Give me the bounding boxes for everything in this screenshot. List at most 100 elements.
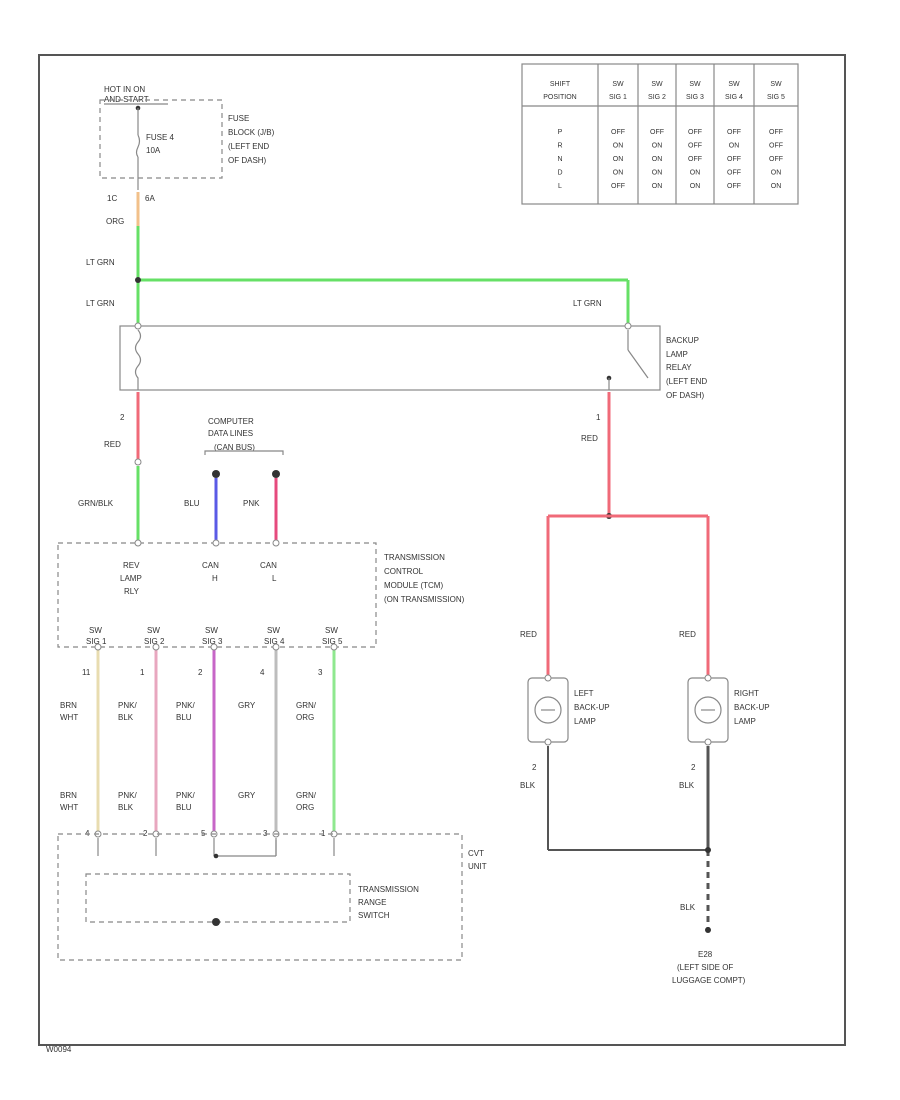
table-cell: OFF [688, 129, 702, 136]
right-lamp-label-2: BACK-UP [734, 703, 770, 712]
computer-label-3: (CAN BUS) [214, 443, 255, 452]
blu-label: BLU [184, 499, 200, 508]
table-cell: D [557, 170, 562, 177]
table-header-top: SW [770, 81, 782, 88]
range-switch-contact [212, 918, 220, 926]
tcm-pin-number: 4 [260, 668, 265, 677]
upper-wire-color-2: BLU [176, 713, 192, 722]
tcm-pin-sub: SIG 1 [86, 637, 107, 646]
blk-label-2: BLK [679, 781, 695, 790]
pin-6a-label: 6A [145, 194, 155, 203]
relay-coil-top-pin [134, 322, 142, 330]
red-label-3: RED [520, 630, 537, 639]
tcm-signal-pin [152, 643, 160, 651]
right-lamp-pin-label: 2 [691, 763, 696, 772]
table-cell: ON [652, 143, 663, 150]
fuse-block-label-1: FUSE [228, 114, 249, 123]
table-header-top: SW [728, 81, 740, 88]
upper-wire-color-2: WHT [60, 713, 78, 722]
relay-label-3: RELAY [666, 363, 692, 372]
ground-location-label-1: (LEFT SIDE OF [677, 963, 733, 972]
tcm-canh-label-2: H [212, 574, 218, 583]
tcm-pin-label: SW [147, 626, 160, 635]
right-lamp-label-1: RIGHT [734, 689, 759, 698]
can-h-node [212, 470, 220, 478]
table-cell: ON [652, 170, 663, 177]
lt-grn-label-3: LT GRN [573, 299, 602, 308]
table-header-top: SW [612, 81, 624, 88]
left-lamp-bottom-pin [544, 738, 552, 746]
table-cell: ON [613, 143, 624, 150]
can-bus-bracket [204, 450, 284, 455]
red-label-4: RED [679, 630, 696, 639]
upper-wire-color-1: PNK/ [118, 701, 137, 710]
tcm-pin-sub: SIG 4 [264, 637, 285, 646]
table-cell: OFF [727, 129, 741, 136]
table-cell: OFF [769, 143, 783, 150]
tcm-rev-label-3: RLY [124, 587, 140, 596]
upper-wire-color-1: GRY [238, 701, 256, 710]
hot-in-on-label: HOT IN ON [104, 85, 145, 94]
red-label-1: RED [104, 440, 121, 449]
fuse-block-label-2: BLOCK (J/B) [228, 128, 275, 137]
left-lamp-label-1: LEFT [574, 689, 594, 698]
right-lamp-top-pin [704, 674, 712, 682]
fuse-block-outline [99, 99, 223, 179]
table-cell: OFF [611, 183, 625, 190]
can-l-node [272, 470, 280, 478]
hot-in-start-label: AND START [104, 95, 149, 104]
lower-wire-color-1: GRY [238, 791, 256, 800]
tcm-pin-sub: SIG 2 [144, 637, 165, 646]
table-cell: ON [690, 170, 701, 177]
lower-wire-color-1: PNK/ [118, 791, 137, 800]
tcm-canl-pin [272, 539, 280, 547]
tcm-pin-number: 3 [318, 668, 323, 677]
table-header-bottom: POSITION [543, 94, 576, 101]
right-backup-lamp-bulb [694, 696, 722, 724]
tcm-canh-label-1: CAN [202, 561, 219, 570]
grn-blk-label: GRN/BLK [78, 499, 114, 508]
table-cell: ON [652, 156, 663, 163]
pin-1c-label: 1C [107, 194, 117, 203]
tcm-rev-label-1: REV [123, 561, 140, 570]
cvt-unit-outline [57, 833, 463, 961]
left-lamp-label-3: LAMP [574, 717, 596, 726]
tcm-canl-label-2: L [272, 574, 277, 583]
fuse-block-label-4: OF DASH) [228, 156, 267, 165]
range-switch-label-1: TRANSMISSION [358, 885, 419, 894]
lower-wire-color-2: BLK [118, 803, 134, 812]
relay-pin-2-label: 2 [120, 413, 125, 422]
relay-label-4: (LEFT END [666, 377, 707, 386]
tcm-canl-label-1: CAN [260, 561, 277, 570]
tcm-pin-sub: SIG 3 [202, 637, 223, 646]
computer-label-1: COMPUTER [208, 417, 254, 426]
table-cell: L [558, 183, 562, 190]
table-cell: OFF [769, 129, 783, 136]
fuse-block-label-3: (LEFT END [228, 142, 269, 151]
right-lamp-label-3: LAMP [734, 717, 756, 726]
relay-switch-arm [627, 349, 649, 379]
cvt-pin-number: 2 [143, 829, 148, 838]
upper-wire-color-2: BLK [118, 713, 134, 722]
left-lamp-top-pin [544, 674, 552, 682]
table-cell: ON [613, 156, 624, 163]
tcm-pin-label: SW [325, 626, 338, 635]
left-backup-lamp-bulb [534, 696, 562, 724]
lower-wire-color-2: BLU [176, 803, 192, 812]
diagram-frame [38, 54, 846, 1046]
tcm-rev-pin [134, 539, 142, 547]
table-cell: N [557, 156, 562, 163]
lower-wire-color-1: PNK/ [176, 791, 195, 800]
range-switch-label-2: RANGE [358, 898, 386, 907]
tcm-pin-sub: SIG 5 [322, 637, 343, 646]
tcm-label-2: CONTROL [384, 567, 424, 576]
tcm-pin-label: SW [205, 626, 218, 635]
table-cell: OFF [688, 156, 702, 163]
table-cell: OFF [611, 129, 625, 136]
blk-label-1: BLK [520, 781, 536, 790]
table-header-top: SW [689, 81, 701, 88]
table-header-top: SHIFT [550, 81, 571, 88]
ground-node [705, 927, 711, 933]
